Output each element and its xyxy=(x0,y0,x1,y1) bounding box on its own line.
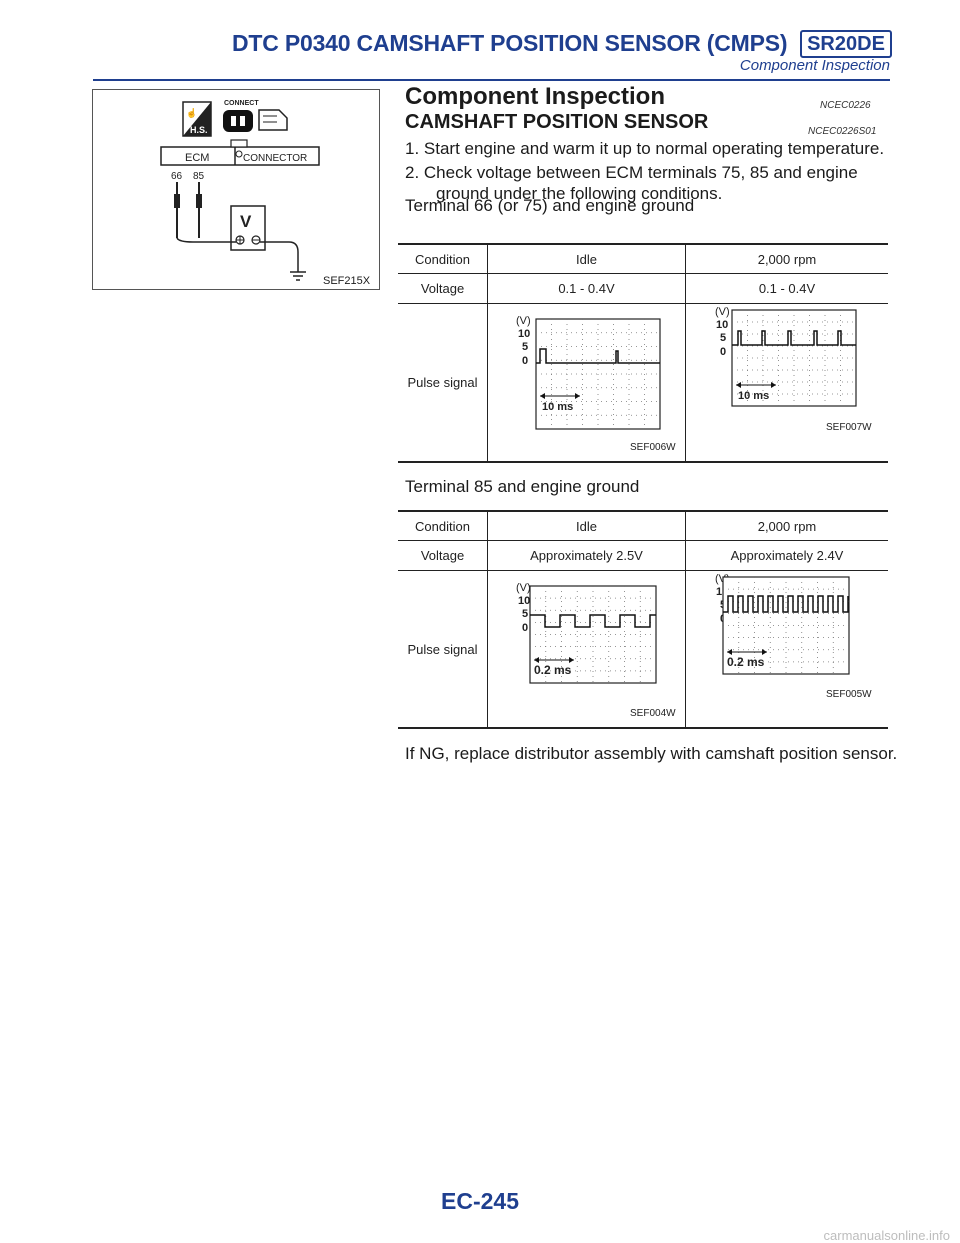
svg-text:85: 85 xyxy=(193,171,205,182)
table-cell: 0.1 - 0.4V xyxy=(487,273,686,304)
table-row: Pulse signal (V) 10 5 0 10 ms SEF006W (V… xyxy=(398,303,888,463)
scope-cell: (V) 10 5 0 10 ms SEF007W xyxy=(685,303,888,463)
section-title: Component Inspection xyxy=(405,83,665,110)
connector-plug-icon: CONNECT xyxy=(223,100,288,132)
page-number: EC-245 xyxy=(441,1188,519,1214)
svg-text:0: 0 xyxy=(522,355,528,367)
table-cell: Pulse signal xyxy=(398,570,488,729)
voltmeter-diagram: ☝ H.S. CONNECT ECM CONNECTOR 66 85 V xyxy=(160,100,320,281)
model-badge: SR20DE xyxy=(800,30,892,58)
watermark: carmanualsonline.info xyxy=(823,1228,950,1243)
svg-text:ECM: ECM xyxy=(185,152,209,164)
table-row: Voltage 0.1 - 0.4V 0.1 - 0.4V xyxy=(398,273,888,304)
table-cell: Approximately 2.4V xyxy=(685,540,888,571)
table-cell: Idle xyxy=(487,510,686,541)
table-cell: Idle xyxy=(487,243,686,274)
table-cell: Approximately 2.5V xyxy=(487,540,686,571)
svg-text:0: 0 xyxy=(720,346,726,358)
oscilloscope-trace: (V) 10 5 0 0.2 ms SEF004W xyxy=(516,582,676,719)
svg-text:10: 10 xyxy=(518,595,530,607)
terminal-2-label: Terminal 85 and engine ground xyxy=(405,477,640,496)
svg-text:0.2 ms: 0.2 ms xyxy=(727,655,765,669)
voltage-table-1: Condition Idle 2,000 rpm Voltage 0.1 - 0… xyxy=(398,243,888,463)
svg-text:☝: ☝ xyxy=(186,107,197,119)
table-cell: Condition xyxy=(398,510,488,541)
svg-text:10 ms: 10 ms xyxy=(738,390,769,402)
svg-text:0: 0 xyxy=(522,622,528,634)
header-rule xyxy=(93,79,890,81)
svg-text:10 ms: 10 ms xyxy=(542,401,573,413)
step-2: 2. Check voltage between ECM terminals 7… xyxy=(405,163,858,182)
svg-text:10: 10 xyxy=(518,328,530,340)
page-header-subtitle: Component Inspection xyxy=(739,57,890,74)
table-cell: 0.1 - 0.4V xyxy=(685,273,888,304)
table-cell: Voltage xyxy=(398,273,488,304)
svg-text:SEF005W: SEF005W xyxy=(826,689,872,700)
svg-text:SEF004W: SEF004W xyxy=(630,708,676,719)
oscilloscope-trace: (V) 10 5 0 10 ms SEF007W xyxy=(715,306,872,433)
section-code: NCEC0226 xyxy=(820,100,871,111)
table-cell: Voltage xyxy=(398,540,488,571)
table-row: Voltage Approximately 2.5V Approximately… xyxy=(398,540,888,571)
svg-text:SEF007W: SEF007W xyxy=(826,422,872,433)
svg-text:V: V xyxy=(240,212,252,231)
svg-text:CONNECT: CONNECT xyxy=(224,100,259,107)
scope-cell: (V) 10 5 0 0.2 ms SEF005W xyxy=(685,570,888,729)
svg-text:66: 66 xyxy=(171,171,183,182)
hs-symbol-icon: ☝ H.S. xyxy=(182,101,212,137)
subsection-code: NCEC0226S01 xyxy=(808,126,877,137)
table-cell: 2,000 rpm xyxy=(685,510,888,541)
table-cell: 2,000 rpm xyxy=(685,243,888,274)
oscilloscope-trace: (V) 10 5 0 0.2 ms SEF005W xyxy=(715,573,872,700)
inspection-figure: ☝ H.S. CONNECT ECM CONNECTOR 66 85 V xyxy=(92,89,380,290)
table-row: Condition Idle 2,000 rpm xyxy=(398,510,888,541)
ng-instruction: If NG, replace distributor assembly with… xyxy=(405,744,898,763)
step-1: 1. Start engine and warm it up to normal… xyxy=(405,139,885,158)
svg-text:5: 5 xyxy=(720,332,726,344)
subsection-title: CAMSHAFT POSITION SENSOR xyxy=(405,111,709,133)
terminal-1-label: Terminal 66 (or 75) and engine ground xyxy=(405,196,695,215)
page-header-title: DTC P0340 CAMSHAFT POSITION SENSOR (CMPS… xyxy=(232,30,788,56)
svg-text:SEF006W: SEF006W xyxy=(630,442,676,453)
svg-text:H.S.: H.S. xyxy=(190,125,208,135)
table-cell: Condition xyxy=(398,243,488,274)
scope-cell: (V) 10 5 0 10 ms SEF006W xyxy=(487,303,686,463)
voltage-table-2: Condition Idle 2,000 rpm Voltage Approxi… xyxy=(398,510,888,729)
table-cell: Pulse signal xyxy=(398,303,488,463)
svg-text:5: 5 xyxy=(522,341,528,353)
scope-cell: (V) 10 5 0 0.2 ms SEF004W xyxy=(487,570,686,729)
table-row: Condition Idle 2,000 rpm xyxy=(398,243,888,274)
svg-text:0.2 ms: 0.2 ms xyxy=(534,663,572,677)
oscilloscope-trace: (V) 10 5 0 10 ms SEF006W xyxy=(516,315,676,453)
svg-text:10: 10 xyxy=(716,319,728,331)
svg-text:5: 5 xyxy=(522,608,528,620)
figure-code: SEF215X xyxy=(323,275,371,287)
svg-text:(V): (V) xyxy=(516,582,531,594)
svg-text:(V): (V) xyxy=(715,306,730,318)
ground-symbol-icon xyxy=(290,271,306,281)
table-row: Pulse signal (V) 10 5 0 0.2 ms SEF004W (… xyxy=(398,570,888,729)
step-2-continuation: ground under the following conditions. xyxy=(436,184,723,203)
svg-text:CONNECTOR: CONNECTOR xyxy=(243,153,307,164)
svg-text:(V): (V) xyxy=(516,315,531,327)
